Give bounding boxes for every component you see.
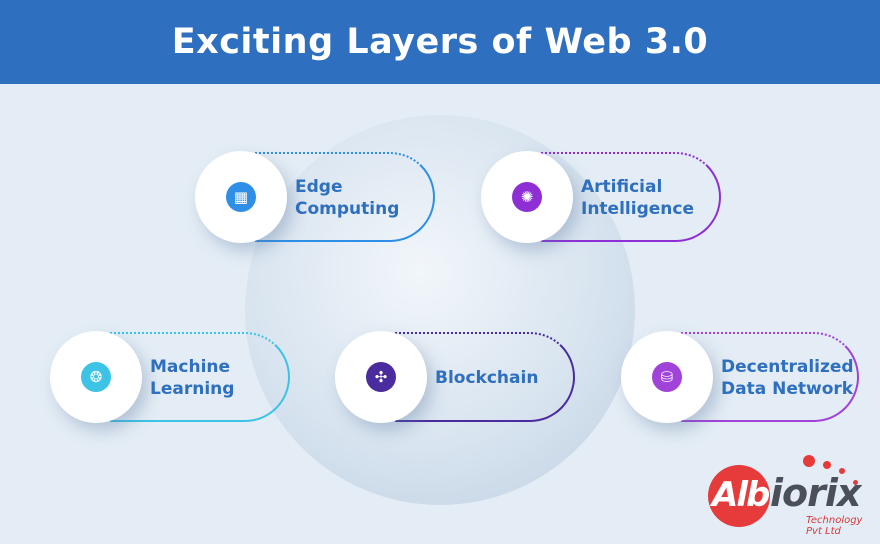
albiorix-logo: Alb iorix Technology Pvt Ltd bbox=[708, 455, 878, 537]
layer-label: Learning bbox=[150, 379, 235, 399]
layer-label: Machine bbox=[150, 357, 231, 377]
page-title: Exciting Layers of Web 3.0 bbox=[171, 22, 709, 62]
layer-label: Computing bbox=[295, 199, 400, 219]
header-banner: Exciting Layers of Web 3.0 bbox=[0, 0, 880, 84]
layer-label: Data Network bbox=[721, 379, 854, 399]
layer-label: Blockchain bbox=[435, 368, 539, 388]
layer-label: Edge bbox=[295, 177, 343, 197]
layer-label: Intelligence bbox=[581, 199, 694, 219]
network-nodes-icon: ✣ bbox=[366, 362, 396, 392]
layer-label: Decentralized bbox=[721, 357, 854, 377]
database-network-icon: ⛁ bbox=[652, 362, 682, 392]
brain-icon: ❂ bbox=[81, 362, 111, 392]
layer-label: Artificial bbox=[581, 177, 663, 197]
layer-blockchain: ✣ Blockchain bbox=[335, 331, 595, 424]
monitor-dashboard-icon: ▦ bbox=[226, 182, 256, 212]
brain-circuit-icon: ✺ bbox=[512, 182, 542, 212]
